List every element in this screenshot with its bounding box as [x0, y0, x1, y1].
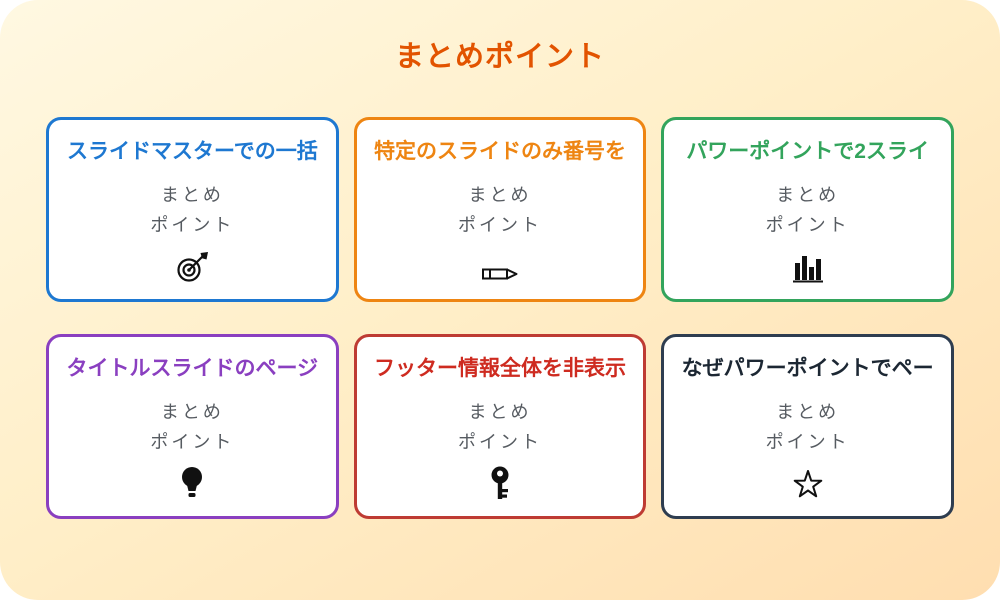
- summary-card-why-powerpoint: なぜパワーポイントでペー まとめ ポイント: [661, 334, 954, 519]
- card-body: まとめ ポイント: [150, 181, 234, 240]
- card-title: なぜパワーポイントでペー: [681, 357, 934, 380]
- key-icon: [488, 466, 512, 500]
- card-body: まとめ ポイント: [766, 398, 850, 457]
- card-body-line: まとめ: [160, 185, 224, 205]
- card-body: まとめ ポイント: [150, 398, 234, 457]
- card-body-line: ポイント: [457, 214, 542, 235]
- card-body: まとめ ポイント: [766, 181, 850, 240]
- card-body-line: ポイント: [765, 214, 850, 235]
- card-title: 特定のスライドのみ番号を: [373, 140, 626, 163]
- card-title: パワーポイントで2スライ: [686, 140, 929, 163]
- summary-card-title-slide-page: タイトルスライドのページ まとめ ポイント: [46, 334, 339, 519]
- card-title: フッター情報全体を非表示: [373, 357, 626, 380]
- target-dart-icon: [175, 249, 209, 283]
- summary-card-slide-master: スライドマスターでの一括 まとめ ポイント: [46, 117, 339, 302]
- card-body-line: まとめ: [776, 185, 840, 205]
- card-body-line: まとめ: [468, 402, 532, 422]
- card-body-line: まとめ: [160, 402, 224, 422]
- card-body-line: ポイント: [150, 214, 235, 235]
- pencil-icon: [481, 249, 519, 283]
- card-grid: スライドマスターでの一括 まとめ ポイント 特定のスライドのみ番号を まとめ: [0, 75, 1000, 519]
- card-title: スライドマスターでの一括: [66, 140, 318, 163]
- card-body: まとめ ポイント: [458, 181, 542, 240]
- card-body-line: ポイント: [765, 431, 850, 452]
- card-body: まとめ ポイント: [458, 398, 542, 457]
- summary-card-hide-footer: フッター情報全体を非表示 まとめ ポイント: [353, 334, 647, 519]
- card-body-line: まとめ: [468, 185, 532, 205]
- star-icon: [792, 466, 824, 500]
- summary-card-two-slides: パワーポイントで2スライ まとめ ポイント: [661, 117, 954, 302]
- card-title: タイトルスライドのページ: [66, 357, 319, 380]
- card-body-line: ポイント: [150, 431, 235, 452]
- bar-chart-icon: [792, 249, 824, 283]
- summary-card-slide-numbers: 特定のスライドのみ番号を まとめ ポイント: [353, 117, 647, 302]
- lightbulb-icon: [180, 466, 204, 500]
- card-body-line: ポイント: [457, 431, 542, 452]
- page-title: まとめポイント: [394, 41, 605, 73]
- card-body-line: まとめ: [776, 402, 840, 422]
